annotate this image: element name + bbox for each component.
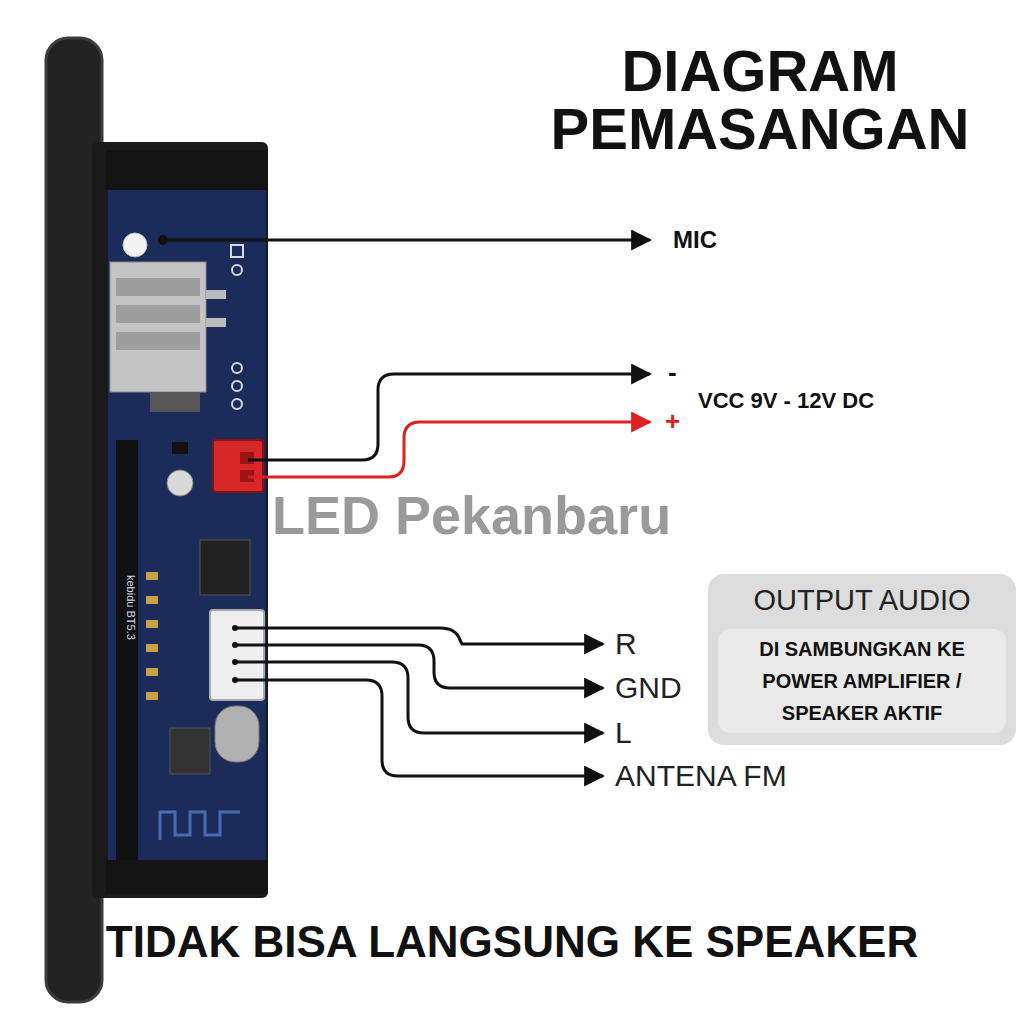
signal-label: R xyxy=(615,627,637,660)
usb-base xyxy=(150,392,200,412)
pin-label: MIC xyxy=(673,227,717,253)
gold-pins xyxy=(146,572,158,700)
bluetooth-chip xyxy=(170,728,210,774)
antenna-wire xyxy=(235,680,603,776)
smd-part xyxy=(206,318,226,327)
crystal xyxy=(215,706,259,762)
smd-part xyxy=(206,290,226,299)
audio-connector xyxy=(210,610,264,700)
box-body: DI SAMBUNGKAN KE POWER AMPLIFIER / SPEAK… xyxy=(718,629,1006,733)
box-heading: OUTPUT AUDIO xyxy=(718,582,1006,619)
pcb-antenna xyxy=(160,812,240,840)
ground-wire xyxy=(235,645,603,688)
card-slot xyxy=(116,440,138,860)
title: DIAGRAM PEMASANGAN xyxy=(530,42,990,158)
caption: TIDAK BISA LANGSUNG KE SPEAKER xyxy=(12,918,1012,966)
usb-slot xyxy=(116,332,200,350)
signal-label: GND xyxy=(615,671,682,704)
polarity-sign: - xyxy=(668,358,677,387)
info-box: OUTPUT AUDIO DI SAMBUNGKAN KE POWER AMPLI… xyxy=(708,574,1016,745)
polarity-sign: + xyxy=(665,407,680,436)
usb-slot xyxy=(116,278,200,296)
capacitor xyxy=(167,470,193,496)
bottom-cap xyxy=(106,858,268,894)
usb-port xyxy=(110,262,206,392)
signal-label: ANTENA FM xyxy=(615,759,787,792)
top-cap xyxy=(106,150,268,190)
wire-ends xyxy=(232,625,238,683)
right-channel-wire xyxy=(235,628,603,644)
housing xyxy=(92,142,268,898)
negative-wire xyxy=(248,374,650,460)
regulator-chip xyxy=(200,540,250,595)
left-channel-wire xyxy=(235,662,603,733)
positive-wire xyxy=(248,422,650,477)
pcb-board xyxy=(108,190,266,860)
connector-pin xyxy=(240,452,254,464)
usb-slot xyxy=(116,305,200,323)
power-connector xyxy=(213,440,263,492)
watermark: LED Pekanbaru xyxy=(272,486,671,545)
board-marking: kebidu BT5.3 xyxy=(125,575,137,640)
voltage-label: VCC 9V - 12V DC xyxy=(698,389,874,413)
solder-pads xyxy=(231,245,243,409)
signal-label: L xyxy=(615,716,632,749)
leader-line xyxy=(163,239,650,242)
smd-part xyxy=(172,442,188,454)
mic-element xyxy=(123,233,147,257)
